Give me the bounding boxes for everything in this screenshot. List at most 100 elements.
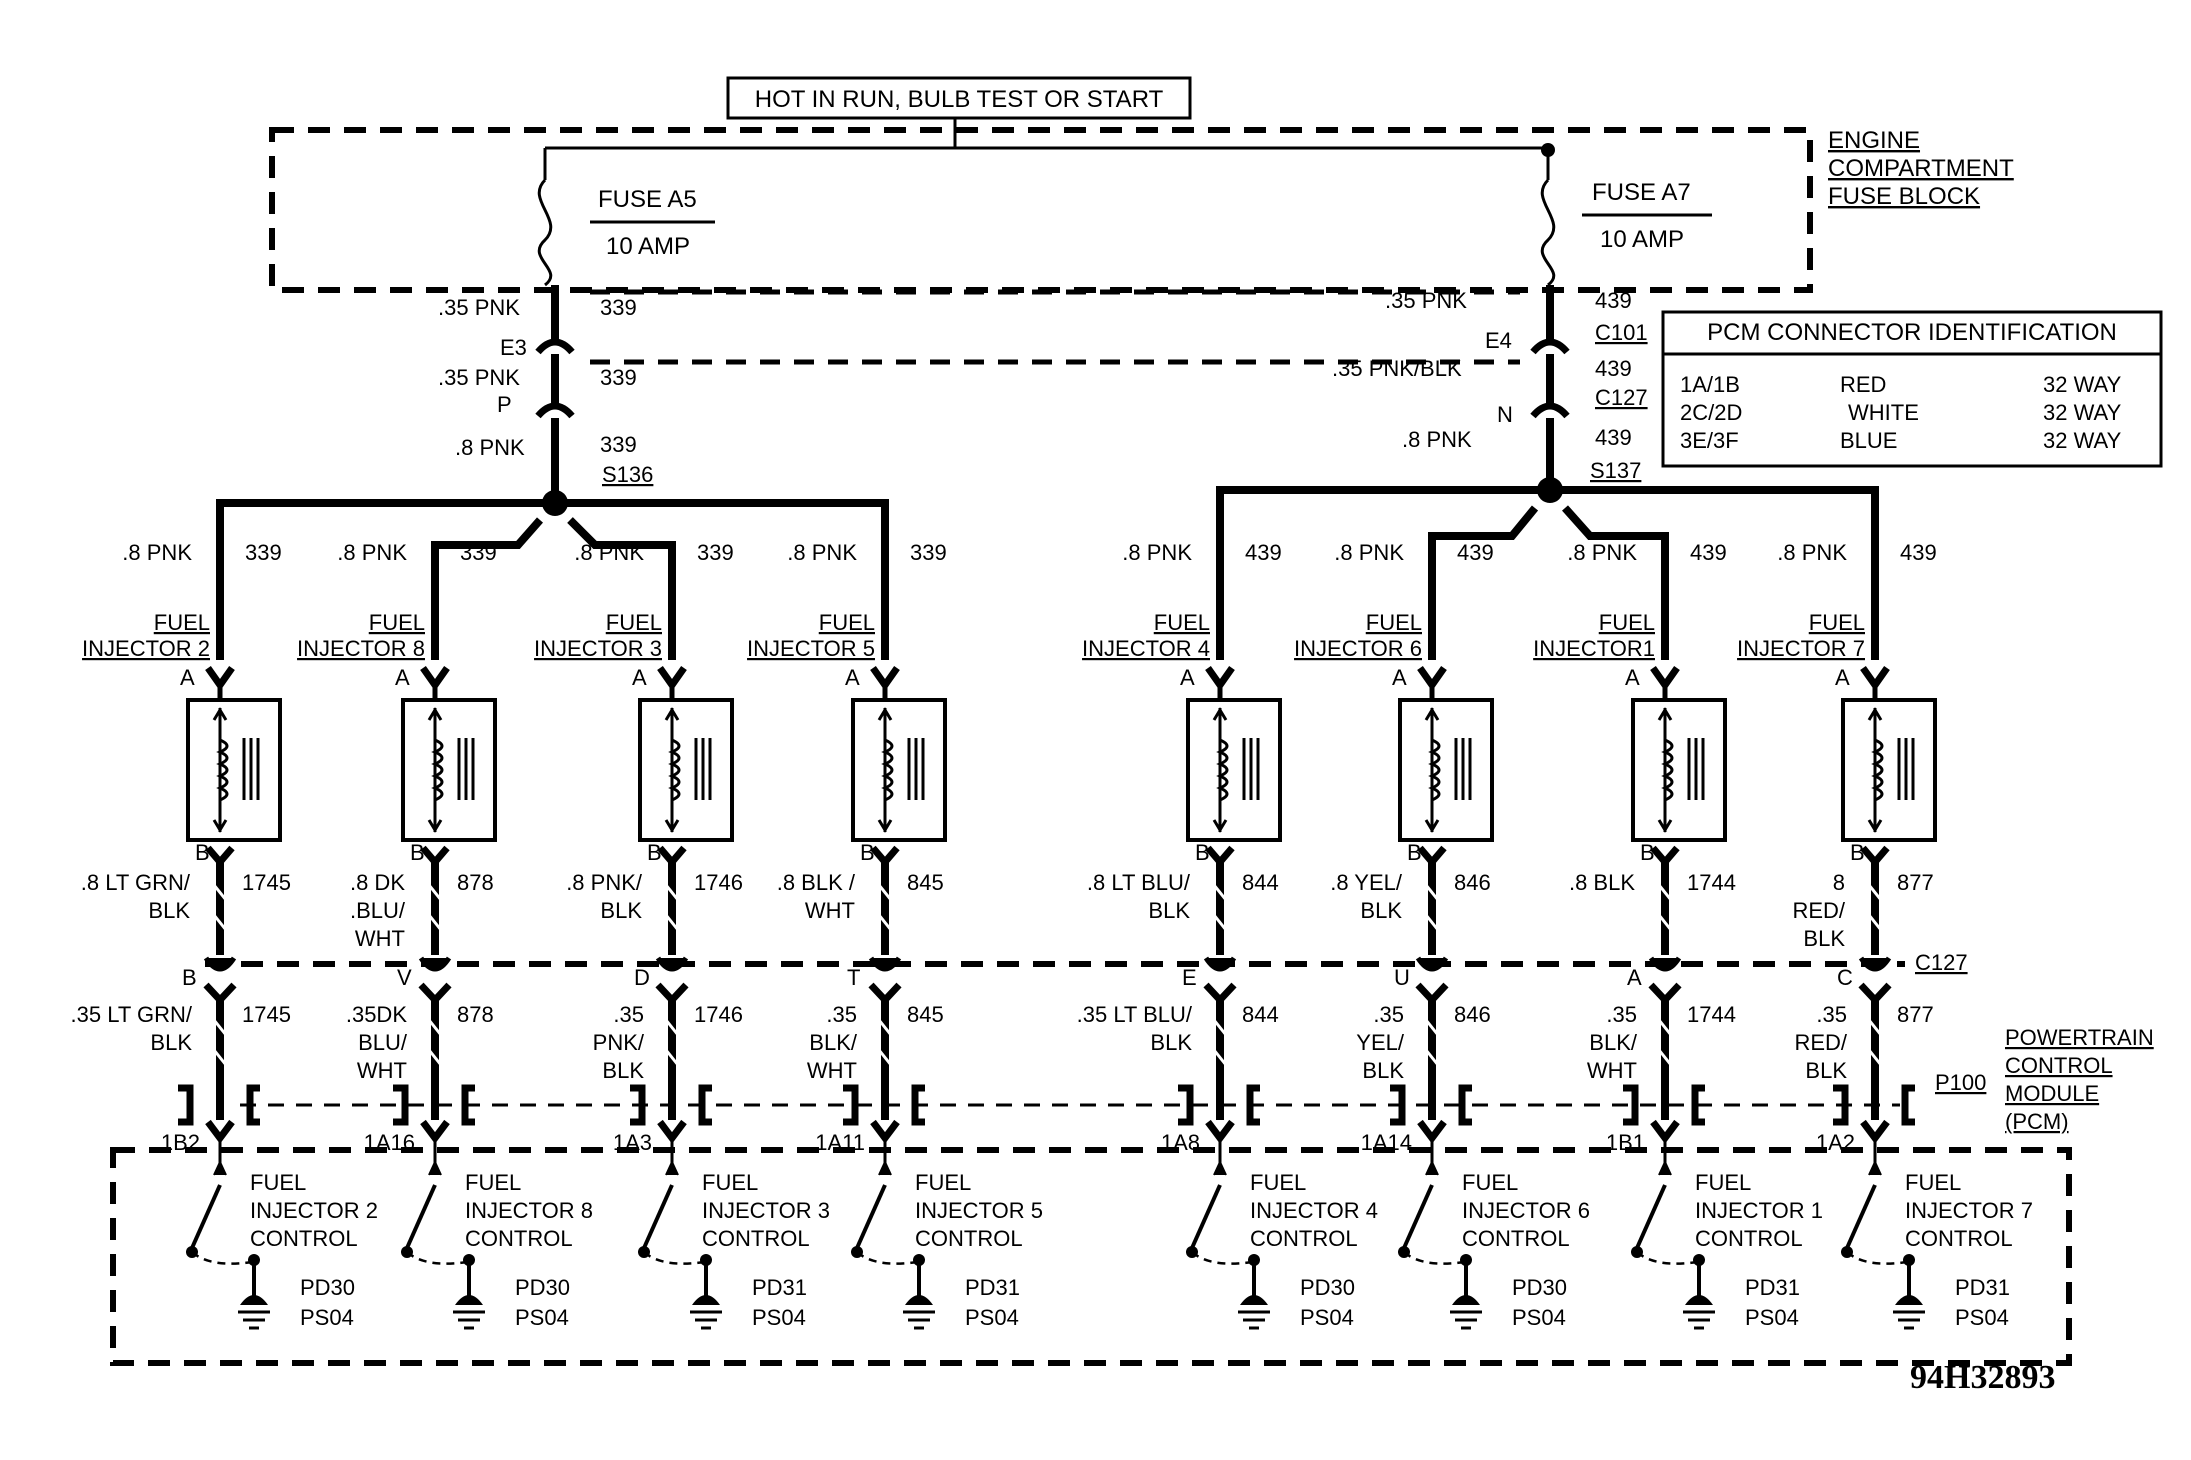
label-line: BLK — [148, 898, 190, 923]
label-line: .35 LT BLU/ — [1077, 1002, 1193, 1027]
pin-b: B — [1407, 840, 1422, 865]
c127-connector-icon — [418, 956, 452, 972]
pin-a: A — [1180, 665, 1195, 690]
label-line: FUEL — [154, 610, 210, 635]
pcm-circuit: 878 — [457, 1002, 494, 1027]
label-line: CONTROL — [915, 1226, 1023, 1251]
svg-text:339: 339 — [600, 432, 637, 457]
label-line: PD30 — [515, 1275, 570, 1300]
pin-b: B — [1195, 840, 1210, 865]
label-line: INJECTOR 6 — [1462, 1198, 1590, 1223]
svg-text:1A/1B: 1A/1B — [1680, 372, 1740, 397]
c127-pin: V — [397, 965, 412, 990]
c127-pin: E — [1182, 965, 1197, 990]
label-line: BLK — [1150, 1030, 1192, 1055]
label-line: PD30 — [1512, 1275, 1567, 1300]
c127-connector-icon — [203, 956, 237, 972]
svg-text:RED: RED — [1840, 372, 1886, 397]
ground-icon — [692, 1295, 720, 1305]
label-line: .35 — [1606, 1002, 1637, 1027]
label-line: PD30 — [1300, 1275, 1355, 1300]
connector-b-icon — [1205, 845, 1235, 868]
label-line: FUEL — [1905, 1170, 1961, 1195]
label-line: PD31 — [752, 1275, 807, 1300]
label-line: PS04 — [300, 1305, 354, 1330]
connector-a-icon — [205, 665, 235, 692]
fuse-block-label: ENGINE COMPARTMENT FUSE BLOCK — [1828, 127, 2014, 210]
label-line: .35 — [1816, 1002, 1847, 1027]
pcm-connector-table: PCM CONNECTOR IDENTIFICATION 1A/1B RED 3… — [1661, 310, 2163, 468]
label-line: CONTROL — [250, 1226, 358, 1251]
label-line: .35 — [1373, 1002, 1404, 1027]
left-trunk — [216, 499, 889, 660]
pin-a: A — [1625, 665, 1640, 690]
p100-bracket-icon — [393, 1084, 409, 1126]
label-line: .35 — [826, 1002, 857, 1027]
svg-text:32 WAY: 32 WAY — [2043, 400, 2122, 425]
svg-text:MODULE: MODULE — [2005, 1081, 2099, 1106]
label-line: .35DK — [346, 1002, 407, 1027]
label-line: BLK — [1360, 898, 1402, 923]
label-line: FUEL — [465, 1170, 521, 1195]
svg-text:.35 PNK: .35 PNK — [438, 295, 520, 320]
p100-bracket-icon — [178, 1084, 194, 1126]
fuse-a7-name: FUSE A7 — [1592, 179, 1691, 206]
label-line: .8 LT BLU/ — [1087, 870, 1191, 895]
svg-text:3E/3F: 3E/3F — [1680, 428, 1739, 453]
out-circuit: 877 — [1897, 870, 1934, 895]
label-line: PS04 — [1745, 1305, 1799, 1330]
label-line: BLK/ — [1589, 1030, 1638, 1055]
pin-a: A — [845, 665, 860, 690]
label-line: FUEL — [1462, 1170, 1518, 1195]
connector-b-icon — [420, 845, 450, 868]
label-line: INJECTOR 3 — [702, 1198, 830, 1223]
pcm-pin: 1A14 — [1361, 1130, 1412, 1155]
label-line: WHT — [807, 1058, 857, 1083]
c127-connector-icon — [655, 956, 689, 972]
feed-circuit: 439 — [1457, 540, 1494, 565]
switch-icon — [405, 1184, 437, 1249]
connector-a-icon — [1205, 665, 1235, 692]
label-line: FUEL — [1366, 610, 1422, 635]
p100-bracket-icon — [1833, 1084, 1849, 1126]
svg-text:COMPARTMENT: COMPARTMENT — [1828, 155, 2014, 182]
label-line: INJECTOR 6 — [1294, 636, 1422, 661]
pcm-circuit: 1746 — [694, 1002, 743, 1027]
ground-icon — [1895, 1295, 1923, 1305]
pin-b: B — [860, 840, 875, 865]
c127-pin: T — [847, 965, 860, 990]
label-line: PS04 — [1512, 1305, 1566, 1330]
label-line: PNK/ — [593, 1030, 645, 1055]
label-line: FUEL — [1599, 610, 1655, 635]
label-line: FUEL — [1250, 1170, 1306, 1195]
c127-connector-icon — [1203, 956, 1237, 972]
feed-circuit: 439 — [1690, 540, 1727, 565]
label-line: .BLU/ — [350, 898, 406, 923]
out-circuit: 878 — [457, 870, 494, 895]
hot-label: HOT IN RUN, BULB TEST OR START — [755, 86, 1164, 113]
svg-text:439: 439 — [1595, 425, 1632, 450]
pin-a: A — [632, 665, 647, 690]
svg-text:32 WAY: 32 WAY — [2043, 428, 2122, 453]
right-feed: .35 PNK 439 E4 C101 .35 PNK/BLK 439 C127… — [1332, 285, 1648, 488]
label-line: CONTROL — [702, 1226, 810, 1251]
out-circuit: 1744 — [1687, 870, 1736, 895]
svg-text:BLUE: BLUE — [1840, 428, 1897, 453]
label-line: .8 PNK — [1122, 540, 1192, 565]
label-line: BLK — [150, 1030, 192, 1055]
pin-b: B — [410, 840, 425, 865]
connector-a-icon — [420, 665, 450, 692]
label-line: .8 PNK — [574, 540, 644, 565]
fuse-a5-icon — [537, 178, 553, 287]
switch-icon — [642, 1184, 674, 1249]
out-circuit: 845 — [907, 870, 944, 895]
label-line: FUEL — [1695, 1170, 1751, 1195]
injector-coil-icon — [186, 698, 282, 842]
c127-pin: C — [1837, 965, 1853, 990]
right-trunk — [1216, 486, 1879, 660]
connector-a-icon — [1860, 665, 1890, 692]
label-line: FUEL — [702, 1170, 758, 1195]
